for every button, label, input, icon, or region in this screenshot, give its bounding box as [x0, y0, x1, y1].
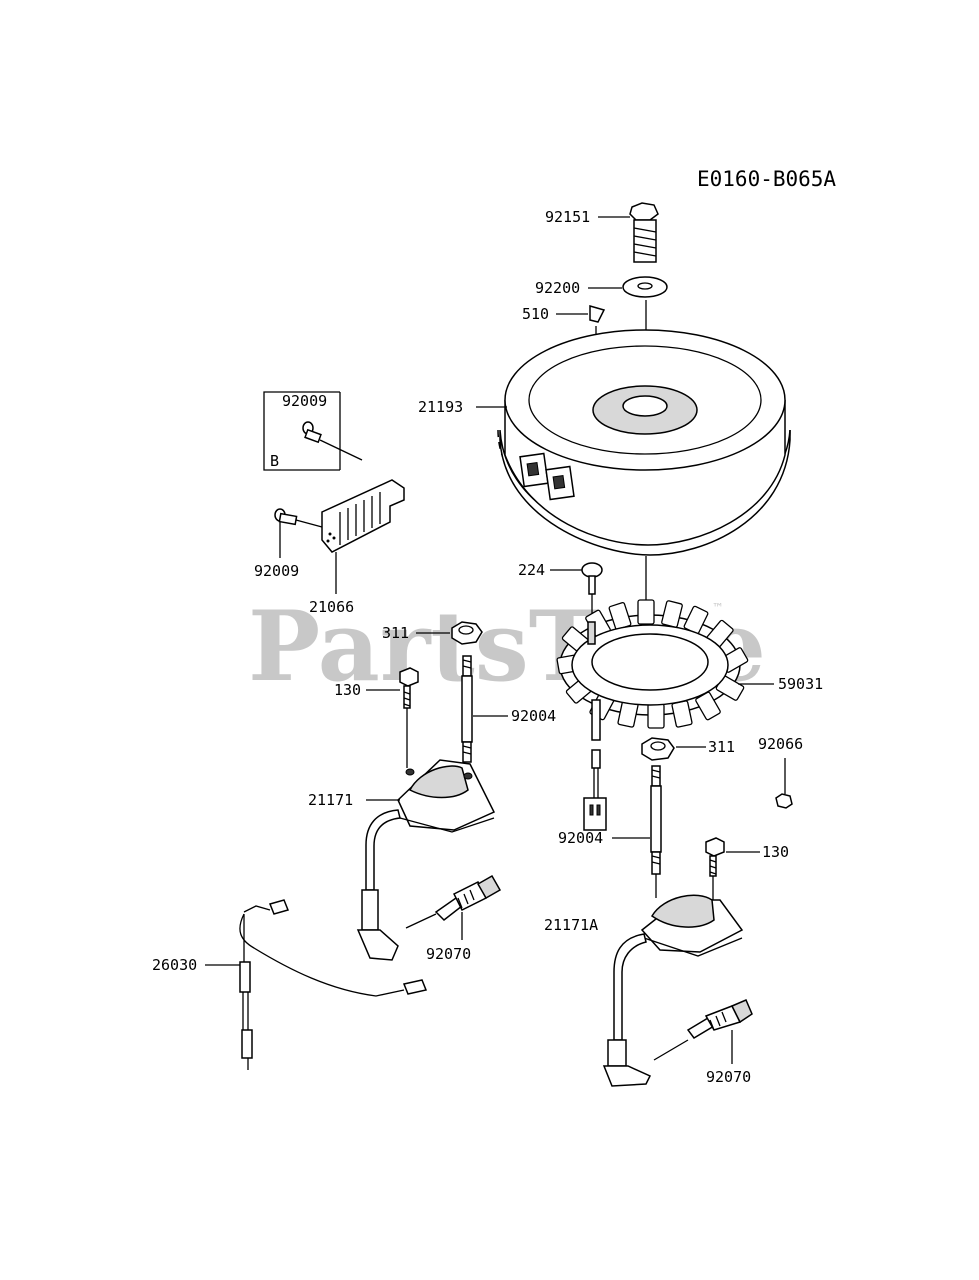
- nut-311-right[interactable]: [641, 737, 675, 761]
- callout-130-left[interactable]: 130: [334, 681, 361, 699]
- stud-92004-right[interactable]: [650, 765, 662, 875]
- callout-92200[interactable]: 92200: [535, 279, 580, 297]
- regulator-21066[interactable]: [321, 479, 405, 553]
- callout-92151[interactable]: 92151: [545, 208, 590, 226]
- spark-plug-92070-right[interactable]: [686, 999, 753, 1039]
- leader-plug-left: [405, 913, 437, 929]
- screw-92009-bottom[interactable]: [274, 508, 323, 528]
- callout-21193[interactable]: 21193: [418, 398, 463, 416]
- callout-59031[interactable]: 59031: [778, 675, 823, 693]
- callout-311-right[interactable]: 311: [708, 738, 735, 756]
- callout-311-left[interactable]: 311: [382, 624, 409, 642]
- nut-311-left[interactable]: [451, 621, 483, 645]
- group-letter-b: B: [270, 452, 279, 470]
- key-510[interactable]: [589, 305, 606, 323]
- callout-92004-left[interactable]: 92004: [511, 707, 556, 725]
- callout-130-right[interactable]: 130: [762, 843, 789, 861]
- washer-92200[interactable]: [622, 276, 668, 298]
- group-b-bracket: [263, 391, 341, 471]
- wire-harness-26030[interactable]: [239, 899, 428, 1070]
- callout-224[interactable]: 224: [518, 561, 545, 579]
- stud-92004-left[interactable]: [461, 655, 473, 763]
- callout-21171A[interactable]: 21171A: [544, 916, 598, 934]
- callout-21171[interactable]: 21171: [308, 791, 353, 809]
- callout-21066[interactable]: 21066: [309, 598, 354, 616]
- callout-26030[interactable]: 26030: [152, 956, 197, 974]
- diagram-code: E0160-B065A: [697, 167, 836, 191]
- ignition-coil-21171A[interactable]: [602, 894, 744, 1087]
- flywheel-21193[interactable]: [497, 329, 791, 556]
- callout-92066[interactable]: 92066: [758, 735, 803, 753]
- stator-59031[interactable]: [556, 599, 749, 729]
- stator-lead-connector[interactable]: [583, 699, 607, 831]
- bolt-130-right[interactable]: [705, 837, 725, 877]
- callout-92004-right[interactable]: 92004: [558, 829, 603, 847]
- spark-plug-92070-left[interactable]: [434, 874, 502, 921]
- callout-92009-bottom[interactable]: 92009: [254, 562, 299, 580]
- leader-plug-right: [653, 1039, 689, 1061]
- bolt-92151[interactable]: [629, 202, 659, 263]
- nut-92066[interactable]: [775, 793, 793, 809]
- bolt-130-left[interactable]: [399, 667, 419, 709]
- watermark-trademark: ™: [712, 601, 724, 615]
- callout-92070-right[interactable]: 92070: [706, 1068, 751, 1086]
- callout-92009-top[interactable]: 92009: [282, 392, 327, 410]
- callout-510[interactable]: 510: [522, 305, 549, 323]
- screw-92009-top[interactable]: [302, 421, 363, 461]
- ignition-coil-21171[interactable]: [356, 759, 496, 961]
- callout-92070-left[interactable]: 92070: [426, 945, 471, 963]
